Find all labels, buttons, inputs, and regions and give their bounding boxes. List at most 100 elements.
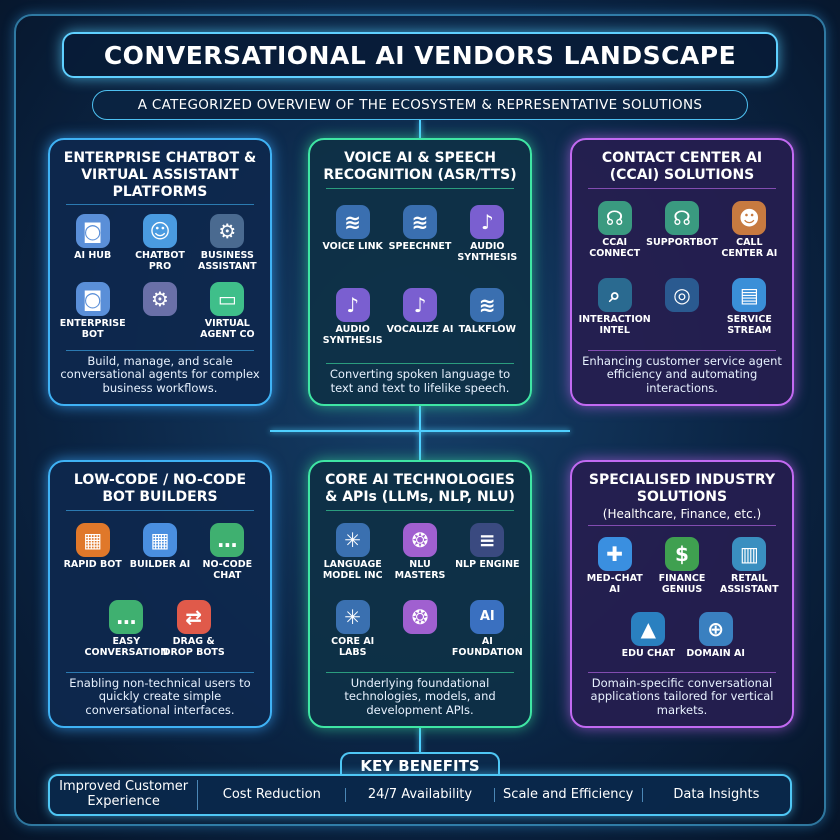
vendor-label: ENTERPRISE BOT	[59, 318, 126, 341]
panel-title: VOICE AI & SPEECH RECOGNITION (ASR/TTS)	[323, 150, 517, 183]
chip-icon: AI	[470, 599, 505, 634]
divider	[66, 204, 254, 206]
divider	[588, 671, 776, 673]
panel-subtitle: (Healthcare, Finance, etc.)	[602, 506, 762, 521]
vendor-item: ✳CORE AI LABS	[319, 599, 386, 659]
vendor-item: ❂	[386, 599, 453, 659]
vendor-label: DOMAIN AI	[686, 647, 745, 659]
connector-line	[270, 430, 570, 432]
vendor-label: MED-CHAT AI	[586, 573, 643, 596]
graduation-cap-icon: ▲	[631, 611, 666, 646]
panel-title: LOW-CODE / NO-CODE BOT BUILDERS	[73, 472, 247, 505]
vendor-label: SERVICE STREAM	[726, 313, 772, 336]
panel-title: SPECIALISED INDUSTRY SOLUTIONS	[588, 472, 776, 505]
vendor-item: ✳LANGUAGE MODEL INC	[319, 523, 386, 582]
panel-enterprise-chatbot: ENTERPRISE CHATBOT & VIRTUAL ASSISTANT P…	[48, 138, 272, 406]
key-benefits-bar: Improved Customer Experience Cost Reduct…	[48, 774, 792, 816]
panel-description: Enhancing customer service agent efficie…	[582, 353, 782, 396]
grid-pointer-icon: ▦	[143, 523, 177, 558]
vendor-item: ⚙	[126, 282, 193, 341]
chatbot-icon: ☺	[143, 214, 177, 249]
vendor-label: AI HUB	[74, 250, 112, 262]
vendor-item: ▤SERVICE STREAM	[716, 277, 783, 337]
connector-line	[419, 120, 421, 140]
vendor-item: ≋SPEECHNET	[386, 204, 453, 264]
vendor-label: RAPID BOT	[63, 559, 122, 571]
key-benefits-title: KEY BENEFITS	[340, 752, 500, 776]
vendor-item: ⌕INTERACTION INTEL	[579, 277, 651, 337]
vendor-item: ☊SUPPORTBOT	[646, 201, 718, 260]
outer-frame	[14, 14, 826, 826]
building-icon: ▥	[732, 537, 767, 572]
vendor-label: DRAG & DROP BOTS	[162, 635, 225, 658]
vendor-item: ▭VIRTUAL AGENT CO	[194, 282, 261, 341]
vendor-item: ◎	[648, 277, 715, 337]
vendor-item: ⇄DRAG & DROP BOTS	[160, 599, 227, 659]
vendor-item: ☊CCAI CONNECT	[581, 201, 648, 260]
vendor-grid: ☊CCAI CONNECT☊SUPPORTBOT☻CALL CENTER AI⌕…	[579, 193, 784, 346]
vendor-item: ≋VOICE LINK	[319, 204, 386, 264]
vendor-item: …NO-CODE CHAT	[194, 523, 261, 582]
magnifier-icon: ⌕	[597, 277, 632, 312]
panel-description: Converting spoken language to text and t…	[329, 367, 511, 396]
divider	[326, 187, 514, 189]
benefit-item: 24/7 Availability	[346, 787, 495, 803]
vendor-label: RETAIL ASSISTANT	[720, 573, 779, 596]
vendor-label: SPEECHNET	[388, 240, 452, 252]
waveform-icon: ≋	[335, 204, 370, 239]
panel-description: Build, manage, and scale conversational …	[60, 353, 260, 396]
panel-description: Domain-specific conversational applicati…	[590, 675, 774, 718]
waveform-icon: ≋	[403, 204, 437, 239]
vendor-label: BUILDER AI	[129, 559, 191, 571]
chat-bubbles-icon: …	[109, 599, 144, 634]
vendor-item: ⚙BUSINESS ASSISTANT	[194, 214, 261, 273]
vendor-grid: ✚MED-CHAT AI$FINANCE GENIUS ▥RETAIL ASSIS…	[580, 530, 784, 668]
vendor-item: ✚MED-CHAT AI	[581, 537, 648, 596]
gears-icon: ⚙	[143, 282, 177, 317]
vendor-grid: ▦RAPID BOT▦BUILDER AI…NO-CODE CHAT…EASY …	[58, 515, 262, 668]
vendor-label: TALKFLOW	[458, 324, 516, 336]
divider	[66, 509, 254, 511]
vendor-label: NLU MASTERS	[394, 559, 446, 582]
vendor-label: VIRTUAL AGENT CO	[200, 318, 255, 341]
divider	[588, 349, 776, 351]
vendor-label: CALL CENTER AI	[721, 237, 778, 260]
vendor-label: EASY CONVERSATION	[84, 635, 169, 658]
blocks-icon: ▦	[75, 523, 110, 558]
panel-title: ENTERPRISE CHATBOT & VIRTUAL ASSISTANT P…	[63, 150, 257, 200]
vendor-item: ◙AI HUB	[59, 214, 126, 273]
vendor-item: $FINANCE GENIUS	[648, 537, 715, 596]
gear-user-icon: ⚙	[210, 214, 245, 249]
robot-icon: ◙	[75, 282, 110, 317]
benefit-item: Data Insights	[673, 786, 760, 802]
panel-description: Enabling non-technical users to quickly …	[69, 675, 251, 718]
chat-bubbles-icon: …	[210, 523, 245, 558]
vendor-label: CHATBOT PRO	[135, 250, 185, 272]
microphone-icon: ♪	[335, 288, 370, 323]
vendor-label: AUDIO SYNTHESIS	[457, 240, 518, 263]
vendor-item: ♪VOCALIZE AI	[386, 288, 453, 347]
vendor-label: AI FOUNDATION	[451, 635, 523, 658]
divider	[588, 524, 776, 526]
vendor-label: NLP ENGINE	[455, 559, 520, 571]
target-icon: ◎	[665, 277, 699, 312]
agent-icon: ☻	[732, 201, 767, 236]
panel-industry: SPECIALISED INDUSTRY SOLUTIONS(Healthcar…	[570, 460, 794, 728]
benefit-item: Improved Customer Experience	[50, 779, 199, 810]
vendor-label: VOICE LINK	[322, 240, 383, 252]
brain-icon: ❂	[403, 523, 437, 558]
panel-low-code: LOW-CODE / NO-CODE BOT BUILDERS▦RAPID BO…	[48, 460, 272, 728]
panel-voice-ai: VOICE AI & SPEECH RECOGNITION (ASR/TTS) ≋…	[308, 138, 532, 406]
benefit-item: Cost Reduction	[198, 787, 347, 803]
code-window-icon: ≡	[470, 523, 505, 558]
vendor-item: …EASY CONVERSATION	[85, 599, 168, 659]
divider	[326, 509, 514, 511]
vendor-label: VOCALIZE AI	[386, 324, 454, 336]
money-bag-icon: $	[665, 537, 699, 572]
robot-icon: ◙	[75, 214, 110, 249]
vendor-label: LANGUAGE MODEL INC	[322, 559, 383, 582]
panel-contact-center: CONTACT CENTER AI (CCAI) SOLUTIONS☊CCAI …	[570, 138, 794, 406]
vendor-item: ☻CALL CENTER AI	[716, 201, 783, 260]
benefit-item: Scale and Efficiency	[495, 787, 643, 803]
vendor-item: ❂NLU MASTERS	[386, 523, 453, 582]
